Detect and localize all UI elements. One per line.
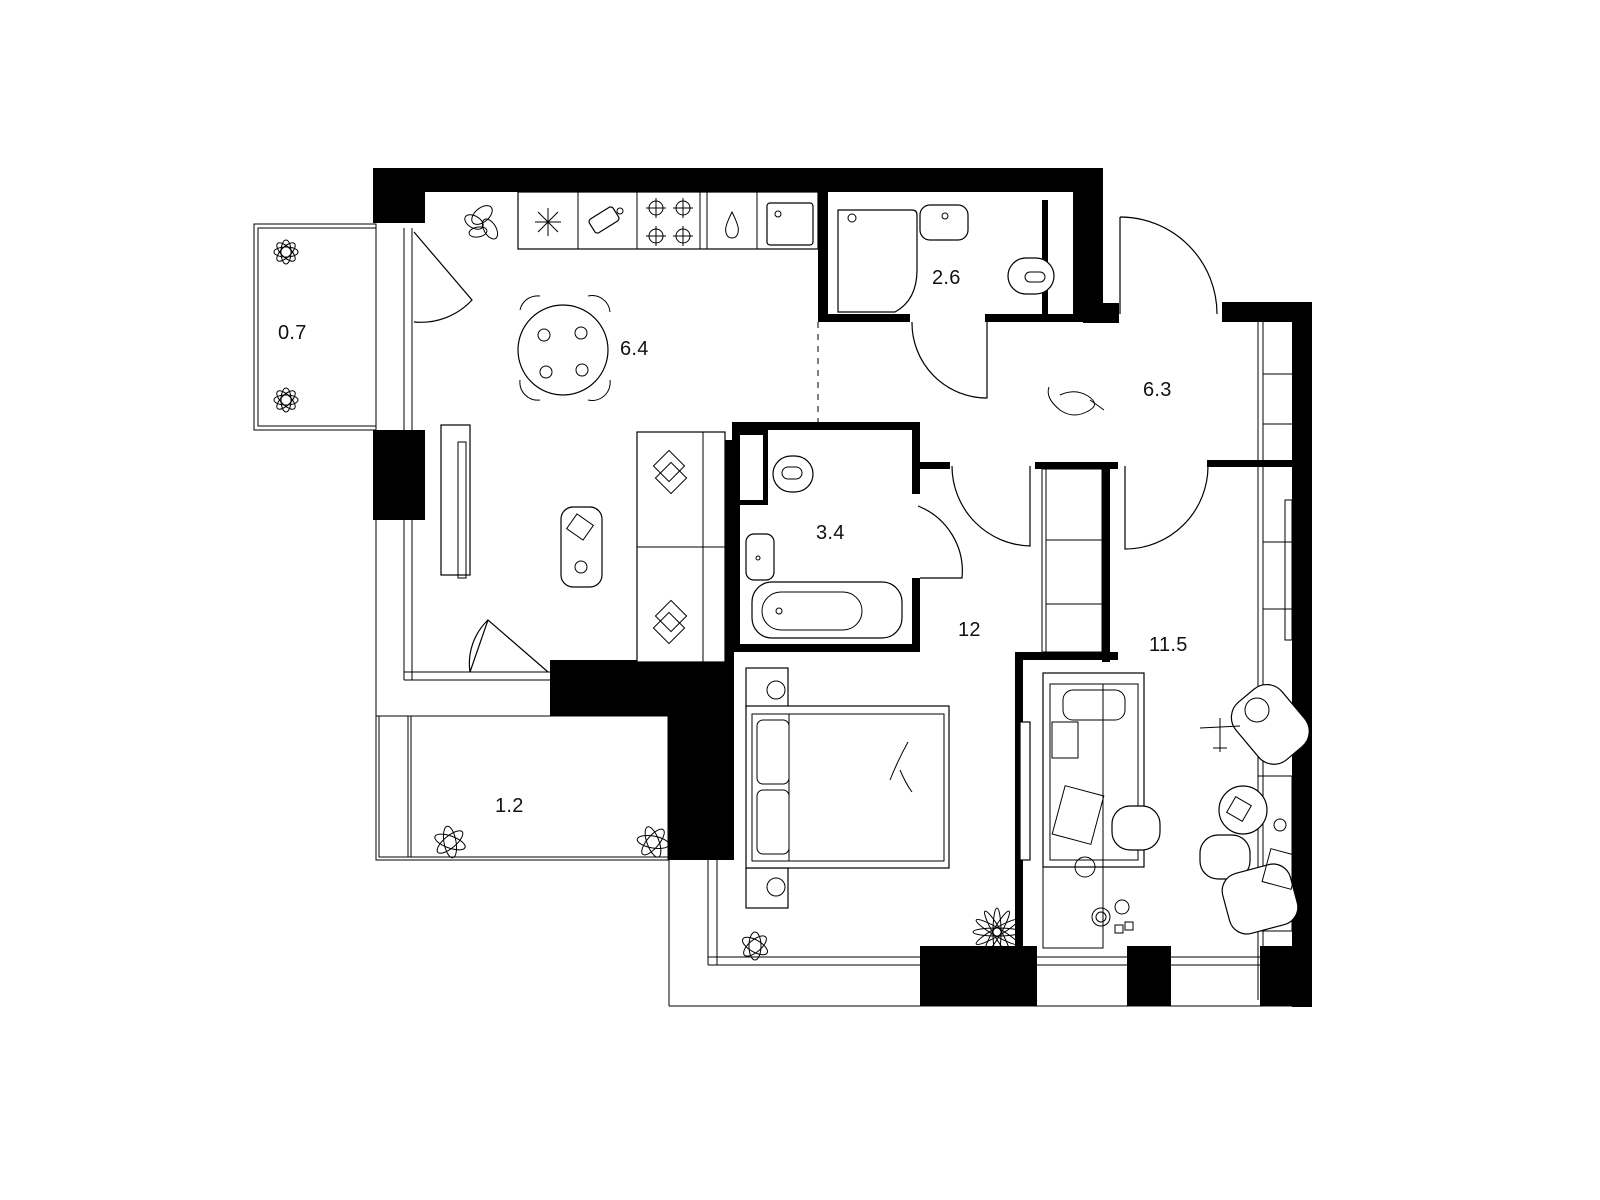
plant-icon bbox=[972, 907, 1022, 957]
kitchen-furniture bbox=[464, 191, 819, 401]
room-label-bedroom: 12 bbox=[958, 619, 981, 641]
water-drop-icon bbox=[725, 210, 739, 239]
snowflake-icon bbox=[535, 208, 561, 236]
room-label-kitchen: 6.4 bbox=[620, 338, 649, 360]
kids-room-furniture bbox=[1042, 672, 1310, 949]
sink-icon bbox=[766, 202, 814, 246]
plant-icon bbox=[636, 826, 670, 858]
plant-icon bbox=[742, 931, 768, 961]
bathroom-top-fixtures bbox=[837, 204, 1055, 313]
dining-table bbox=[517, 295, 611, 401]
cutting-board-icon bbox=[588, 206, 624, 234]
room-label-hallway: 6.3 bbox=[1143, 379, 1172, 401]
plant-icon bbox=[273, 239, 299, 265]
room-label-kids-room: 11.5 bbox=[1149, 634, 1188, 656]
walls bbox=[373, 168, 1312, 1007]
plant-icon bbox=[434, 825, 466, 859]
plant-icon bbox=[464, 205, 499, 240]
balcony-plants bbox=[273, 239, 670, 859]
room-label-bathroom-mid: 3.4 bbox=[816, 522, 845, 544]
living-furniture bbox=[440, 424, 726, 663]
doors bbox=[413, 216, 1218, 673]
cat-icon bbox=[1047, 386, 1105, 416]
hob-icon bbox=[646, 198, 693, 246]
corridor-wardrobe bbox=[1041, 468, 1103, 653]
bedroom-furniture bbox=[742, 667, 1031, 961]
room-label-bathroom-top: 2.6 bbox=[932, 267, 961, 289]
plant-icon bbox=[273, 387, 299, 413]
bathroom-mid-fixtures bbox=[745, 455, 903, 639]
room-label-balcony-bottom: 1.2 bbox=[495, 795, 524, 817]
room-label-balcony-left: 0.7 bbox=[278, 322, 307, 344]
